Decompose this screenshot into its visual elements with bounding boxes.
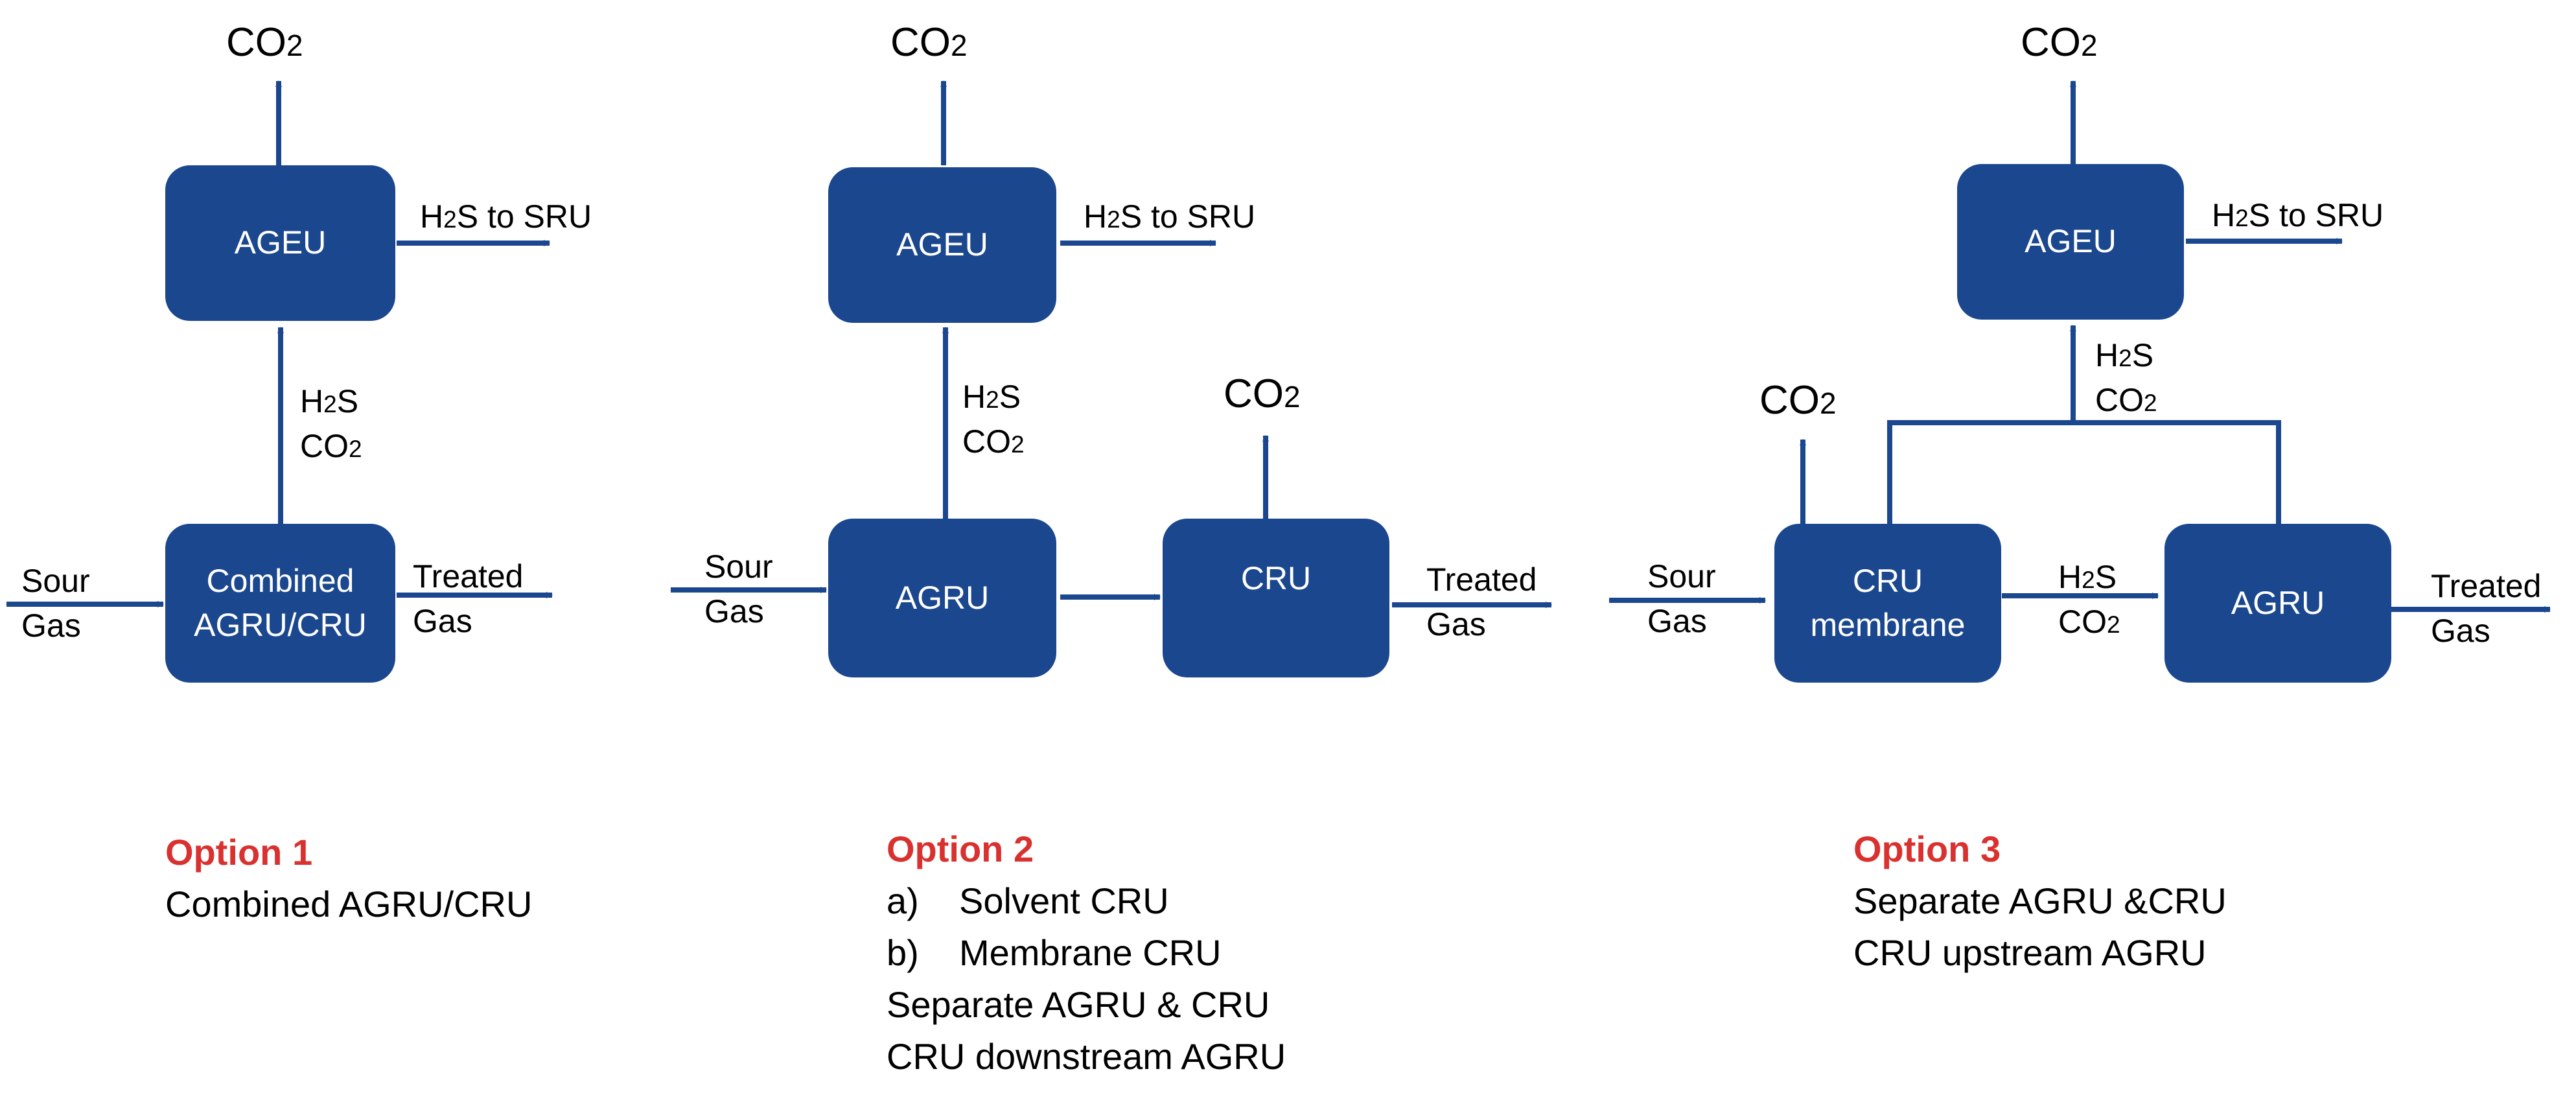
option-2-list-item-a: a)Solvent CRU <box>887 880 1169 921</box>
cru-membrane-label-line1: CRU <box>1852 563 1923 599</box>
cru-membrane-label-line2: membrane <box>1810 606 1966 643</box>
option-1-title: Option 1 <box>165 832 313 873</box>
co2-label-ageu3: CO2 <box>2021 20 2098 65</box>
ageu-label: AGEU <box>234 224 327 261</box>
ageu-box-option3: AGEU <box>1957 164 2184 320</box>
co2-label-ageu1: CO2 <box>226 20 303 65</box>
option-3-description: Option 3 Separate AGRU &CRU CRU upstream… <box>1853 823 2227 979</box>
option-3-line-1: Separate AGRU &CRU <box>1853 880 2227 921</box>
h2s-to-sru-label-3: H2S to SRU <box>2212 197 2384 233</box>
option-1-description: Option 1 Combined AGRU/CRU <box>165 827 532 930</box>
h2s-to-sru-label-1: H2S to SRU <box>420 198 592 235</box>
co2-label-ageu2: CO2 <box>890 20 968 65</box>
co2-label-cru2: CO2 <box>1224 371 1301 416</box>
h2s-to-sru-label-2: H2S to SRU <box>1084 198 1256 235</box>
agru-box-option2: AGRU <box>828 519 1056 677</box>
ageu-label: AGEU <box>2025 223 2117 260</box>
ageu-label: AGEU <box>896 226 988 263</box>
option-3-line-2: CRU upstream AGRU <box>1853 932 2207 973</box>
option-1-line-1: Combined AGRU/CRU <box>165 884 533 924</box>
combined-label-line1: Combined <box>206 563 354 599</box>
option-2-line-2: CRU downstream AGRU <box>887 1036 1286 1077</box>
co2-label-cru-membrane: CO2 <box>1759 378 1837 423</box>
combined-label-line2: AGRU/CRU <box>194 606 367 643</box>
agru-label: AGRU <box>2231 584 2325 621</box>
ageu-box-option1: AGEU <box>165 165 395 321</box>
agru-box-option3: AGRU <box>2164 524 2391 683</box>
option-3-title: Option 3 <box>1853 829 2001 869</box>
cru-label: CRU <box>1240 559 1312 596</box>
agru-label: AGRU <box>895 579 990 616</box>
option-2-line-1: Separate AGRU & CRU <box>887 984 1270 1025</box>
option-2-list-item-b: b)Membrane CRU <box>887 932 1222 973</box>
option-2-title: Option 2 <box>887 829 1034 869</box>
option-2-description: Option 2 a)Solvent CRU b)Membrane CRU Se… <box>887 823 1286 1083</box>
line-header-option3 <box>1887 420 2281 524</box>
ageu-box-option2: AGEU <box>828 167 1056 323</box>
cru-box-option2: CRU <box>1163 519 1389 677</box>
cru-membrane-box: CRU membrane <box>1774 524 2001 683</box>
